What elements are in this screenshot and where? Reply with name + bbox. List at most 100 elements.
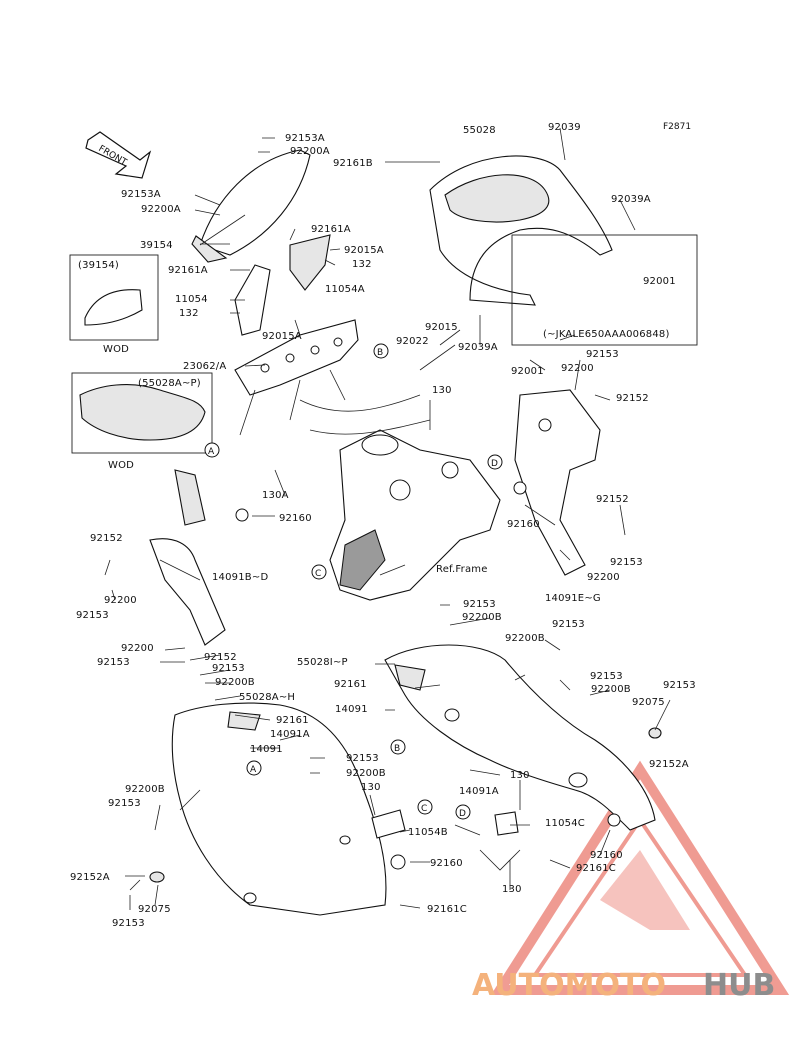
callout: 92153 bbox=[212, 663, 245, 674]
callout: 92161 bbox=[276, 715, 309, 726]
callout: 55028I~P bbox=[297, 657, 348, 668]
marker-b-top: B bbox=[377, 348, 383, 358]
callout: 92015A bbox=[262, 331, 302, 342]
callout: 92200 bbox=[104, 595, 137, 606]
callout: 92161C bbox=[576, 863, 616, 874]
callout: 92152 bbox=[596, 494, 629, 505]
callout: 14091 bbox=[250, 744, 283, 755]
callout: 92200B bbox=[505, 633, 545, 644]
callout: 92039A bbox=[458, 342, 498, 353]
leader-lines bbox=[104, 127, 671, 910]
callout: 92160 bbox=[430, 858, 463, 869]
callout: 11054A bbox=[325, 284, 365, 295]
reference-markers: B A D C B A C D bbox=[204, 343, 503, 820]
callout: 92153 bbox=[108, 798, 141, 809]
callout: 14091A bbox=[270, 729, 310, 740]
front-direction-arrow: FRONT bbox=[85, 131, 152, 179]
part-number-callouts: 92153A 92200A 92153A 92200A 92161B 55028… bbox=[70, 122, 696, 929]
right-inner-panel bbox=[514, 389, 601, 576]
callout: 92160 bbox=[507, 519, 540, 530]
inset-label-windshield: (39154) bbox=[78, 260, 119, 271]
callout: 55028A~H bbox=[239, 692, 295, 703]
callout: 11054C bbox=[545, 818, 585, 829]
callout: 92200A bbox=[290, 146, 330, 157]
callout: 11054B bbox=[408, 827, 448, 838]
callout: 132 bbox=[352, 259, 372, 270]
callout: 92152 bbox=[90, 533, 123, 544]
callout: 92160 bbox=[279, 513, 312, 524]
watermark-text: AUTOMOTO HUB bbox=[472, 968, 775, 1003]
figure-code: F2871 bbox=[663, 122, 691, 132]
callout: 92161A bbox=[311, 224, 351, 235]
marker-c-bottom: C bbox=[421, 804, 427, 814]
callout: 130 bbox=[361, 782, 381, 793]
callout: 55028 bbox=[463, 125, 496, 136]
callout: 92153A bbox=[285, 133, 325, 144]
marker-a-top: A bbox=[208, 447, 215, 457]
callout: 130 bbox=[510, 770, 530, 781]
callout: 92153 bbox=[663, 680, 696, 691]
windshield bbox=[191, 149, 311, 263]
inset-label-cowl: (55028A~P) bbox=[138, 378, 201, 389]
marker-d-top: D bbox=[491, 459, 498, 469]
callout: 92153A bbox=[121, 189, 161, 200]
callout: 14091E~G bbox=[545, 593, 601, 604]
callout: 92039A bbox=[611, 194, 651, 205]
callout: 92200 bbox=[561, 363, 594, 374]
marker-d-bottom: D bbox=[459, 809, 466, 819]
callout: 92152 bbox=[616, 393, 649, 404]
callout: 39154 bbox=[140, 240, 173, 251]
callout: 92153 bbox=[346, 753, 379, 764]
callout: 92200B bbox=[591, 684, 631, 695]
front-stay-frame bbox=[299, 394, 501, 601]
callout: 92152 bbox=[204, 652, 237, 663]
callout: 92161A bbox=[168, 265, 208, 276]
callout: 14091B~D bbox=[212, 572, 268, 583]
marker-c-top: C bbox=[315, 569, 321, 579]
callout: 23062/A bbox=[183, 361, 226, 372]
callout: 92153 bbox=[76, 610, 109, 621]
callout: 92015 bbox=[425, 322, 458, 333]
callout: 92153 bbox=[552, 619, 585, 630]
callout: 14091A bbox=[459, 786, 499, 797]
callout: 92200B bbox=[215, 677, 255, 688]
inset-windshield-wod bbox=[69, 254, 159, 341]
meter-bracket bbox=[234, 319, 359, 436]
inset-caption-windshield: WOD bbox=[103, 344, 129, 355]
callout: 92153 bbox=[586, 349, 619, 360]
callout: 92039 bbox=[548, 122, 581, 133]
right-side-fairing bbox=[384, 644, 656, 831]
left-side-fairing bbox=[171, 702, 387, 916]
marker-b-bottom: B bbox=[394, 744, 400, 754]
callout: 92200B bbox=[125, 784, 165, 795]
callout: 92153 bbox=[97, 657, 130, 668]
callout: 92075 bbox=[138, 904, 171, 915]
windshield-brackets bbox=[234, 234, 331, 336]
callout: 92200 bbox=[587, 572, 620, 583]
callout: 92200A bbox=[141, 204, 181, 215]
callout: 92200 bbox=[121, 643, 154, 654]
callout: 92022 bbox=[396, 336, 429, 347]
callout: 92161C bbox=[427, 904, 467, 915]
inset-caption-cowl: WOD bbox=[108, 460, 134, 471]
callout: 130A bbox=[262, 490, 289, 501]
upper-cowl bbox=[429, 155, 613, 306]
callout: 92153 bbox=[112, 918, 145, 929]
callout: 92200B bbox=[346, 768, 386, 779]
callout: 92001 bbox=[511, 366, 544, 377]
callout: 92152A bbox=[649, 759, 689, 770]
vin-range-box bbox=[511, 234, 698, 346]
callout: 92001 bbox=[643, 276, 676, 287]
callout: 130 bbox=[502, 884, 522, 895]
callout: 92153 bbox=[610, 557, 643, 568]
watermark-logo bbox=[490, 760, 790, 995]
callout: 132 bbox=[179, 308, 199, 319]
callout: 92160 bbox=[590, 850, 623, 861]
callout: 130 bbox=[432, 385, 452, 396]
callout: 92161 bbox=[334, 679, 367, 690]
callout: 92152A bbox=[70, 872, 110, 883]
callout: 92153 bbox=[463, 599, 496, 610]
callout: 92075 bbox=[632, 697, 665, 708]
